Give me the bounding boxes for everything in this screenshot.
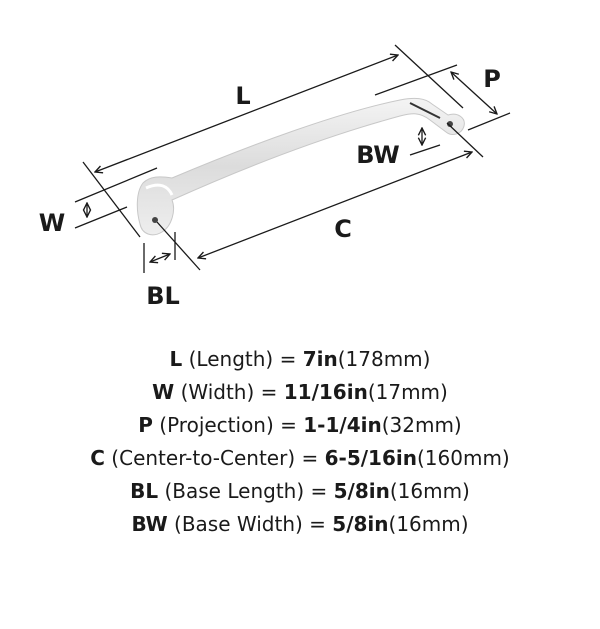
bw-extension	[409, 144, 441, 156]
right-base-line	[446, 122, 484, 158]
left-base-line	[156, 221, 201, 271]
spec-code: BL	[130, 479, 159, 503]
spec-imperial: 5/8in	[333, 479, 390, 503]
spec-name: (Projection) =	[159, 413, 297, 437]
spec-name: (Length) =	[188, 347, 297, 371]
spec-projection: P (Projection) = 1-1/4in(32mm)	[0, 409, 600, 442]
label-bl: BL	[146, 282, 180, 310]
spec-metric: (16mm)	[389, 479, 470, 503]
spec-metric: (160mm)	[416, 446, 510, 470]
spec-metric: (178mm)	[337, 347, 431, 371]
spec-metric: (17mm)	[367, 380, 448, 404]
dimension-lines	[74, 44, 511, 273]
spec-code: BW	[131, 512, 168, 536]
spec-metric: (16mm)	[388, 512, 469, 536]
spec-metric: (32mm)	[381, 413, 462, 437]
spec-imperial: 6-5/16in	[324, 446, 417, 470]
p-extension-top	[374, 64, 458, 96]
spec-width: W (Width) = 11/16in(17mm)	[0, 376, 600, 409]
p-extension-bottom	[467, 112, 511, 131]
l-arrow	[95, 55, 398, 172]
w-extension-bottom	[74, 206, 128, 229]
w-extension-top	[74, 167, 158, 203]
specifications-list: L (Length) = 7in(178mm) W (Width) = 11/1…	[0, 343, 600, 541]
label-bw: BW	[356, 141, 399, 169]
label-l: L	[235, 82, 250, 110]
label-p: P	[483, 65, 501, 93]
spec-name: (Base Length) =	[164, 479, 328, 503]
bl-arrow	[150, 254, 170, 262]
spec-imperial: 1-1/4in	[303, 413, 382, 437]
spec-code: P	[138, 413, 153, 437]
spec-base-width: BW (Base Width) = 5/8in(16mm)	[0, 508, 600, 541]
cabinet-pull-handle	[136, 97, 465, 236]
label-w: W	[39, 209, 65, 237]
spec-center-to-center: C (Center-to-Center) = 6-5/16in(160mm)	[0, 442, 600, 475]
spec-name: (Width) =	[180, 380, 278, 404]
l-extension-right	[394, 44, 464, 109]
spec-base-length: BL (Base Length) = 5/8in(16mm)	[0, 475, 600, 508]
p-arrow	[451, 72, 497, 114]
spec-code: L	[169, 347, 183, 371]
spec-imperial: 5/8in	[332, 512, 389, 536]
spec-imperial: 11/16in	[283, 380, 368, 404]
label-c: C	[334, 215, 352, 243]
spec-name: (Base Width) =	[174, 512, 326, 536]
spec-name: (Center-to-Center) =	[111, 446, 319, 470]
c-arrow	[198, 152, 472, 258]
spec-code: C	[90, 446, 105, 470]
l-extension-left	[82, 161, 141, 238]
right-screw-hole	[447, 121, 453, 127]
spec-imperial: 7in	[302, 347, 338, 371]
spec-code: W	[152, 380, 175, 404]
left-screw-hole	[152, 217, 158, 223]
spec-length: L (Length) = 7in(178mm)	[0, 343, 600, 376]
